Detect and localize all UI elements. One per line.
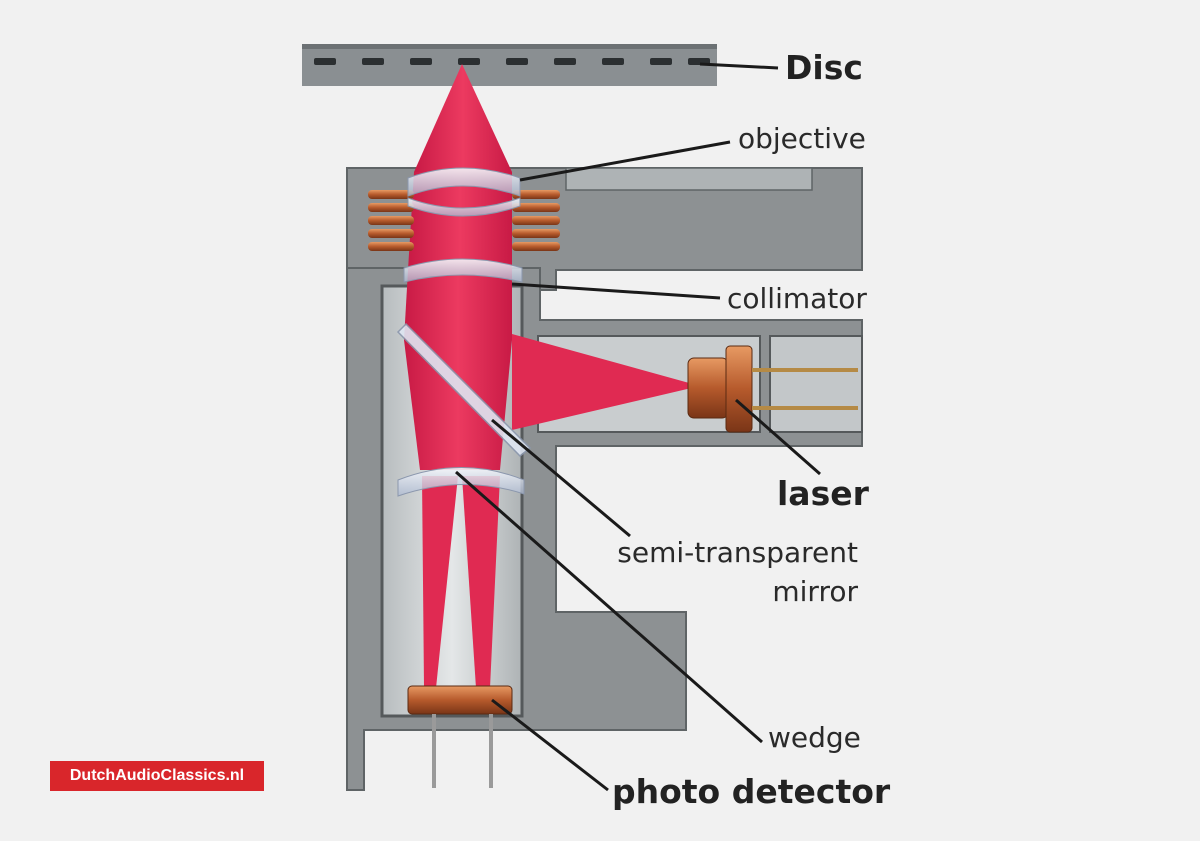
label-mirror-line1: semi-transparent <box>617 536 858 569</box>
label-semi-transparent-mirror: semi-transparent mirror <box>617 533 858 611</box>
laser-beam <box>404 64 700 688</box>
label-objective: objective <box>738 122 866 155</box>
wedge <box>397 467 525 497</box>
objective-lens <box>407 167 521 217</box>
label-disc: Disc <box>785 48 863 87</box>
leader-lines <box>455 62 821 792</box>
label-collimator: collimator <box>727 282 867 315</box>
label-mirror-line2: mirror <box>772 575 858 608</box>
photo-detector <box>407 685 513 788</box>
label-photo-detector: photo detector <box>612 772 891 811</box>
laser-diode <box>687 345 858 433</box>
collimator-lens <box>403 258 523 283</box>
watermark-badge: DutchAudioClassics.nl <box>50 761 264 791</box>
label-laser: laser <box>777 474 869 513</box>
focus-coils <box>368 190 560 251</box>
label-wedge: wedge <box>768 721 861 754</box>
disc <box>302 44 717 86</box>
